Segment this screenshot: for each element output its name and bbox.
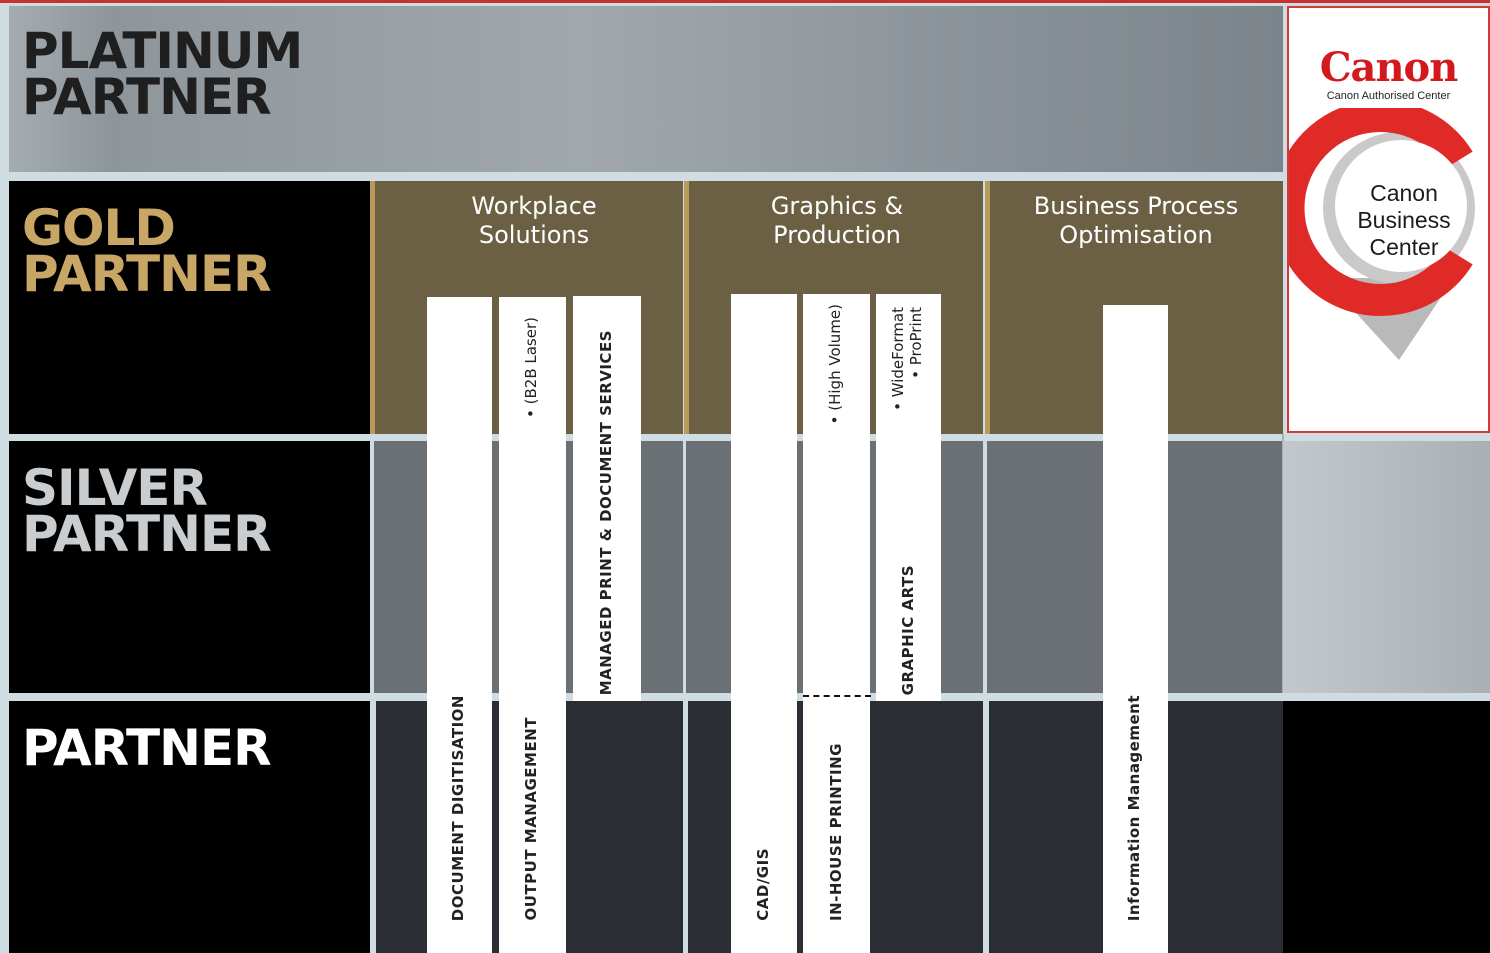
platinum-partner-title: PLATINUM PARTNER xyxy=(22,22,303,126)
gold-tier-label: GOLD PARTNER xyxy=(9,181,370,434)
graphics-production-heading: Graphics & Production xyxy=(770,192,904,249)
silver-title-line1: SILVER xyxy=(22,459,208,517)
top-accent-line xyxy=(0,0,1490,3)
silver-tier-label: SILVER PARTNER xyxy=(9,441,370,693)
business-process-heading: Business Process Optimisation xyxy=(1033,192,1239,249)
graphic-arts-note-proprint: • ProPrint xyxy=(907,307,925,379)
partner-title-line1: PARTNER xyxy=(22,719,272,777)
canon-authorised-center-text: Canon Authorised Center xyxy=(1326,90,1451,102)
bpo-gold-accent xyxy=(985,181,990,434)
output-management-note: • (B2B Laser) xyxy=(522,317,540,418)
graphic-arts-label: GRAPHIC ARTS xyxy=(899,564,917,695)
partner-tier-label: PARTNER xyxy=(9,701,370,953)
badge-label: Canon Business Center xyxy=(1329,180,1479,261)
cad-gis-label: CAD/GIS xyxy=(754,848,772,921)
managed-print-label: MANAGED PRINT & DOCUMENT SERVICES xyxy=(597,329,615,695)
platinum-title-line1: PLATINUM xyxy=(22,22,303,80)
information-management-bar: Information Management xyxy=(1103,305,1168,953)
graphic-arts-note-wideformat: • WideFormat xyxy=(889,307,907,411)
inhouse-printing-label: IN-HOUSE PRINTING xyxy=(827,743,845,921)
inhouse-divider-dashed-line xyxy=(803,695,871,697)
managed-print-bar: MANAGED PRINT & DOCUMENT SERVICES xyxy=(573,296,641,701)
gold-partner-title: GOLD PARTNER xyxy=(22,199,272,303)
silver-title-line2: PARTNER xyxy=(22,505,272,563)
graphic-arts-bar: • WideFormat • ProPrint GRAPHIC ARTS xyxy=(876,294,941,701)
right-partner-cell xyxy=(1283,701,1490,953)
inhouse-printing-note: • (High Volume) xyxy=(826,304,844,425)
output-management-bar: • (B2B Laser) OUTPUT MANAGEMENT xyxy=(499,297,566,953)
canon-logo: Canon xyxy=(1319,44,1459,91)
silver-partner-title: SILVER PARTNER xyxy=(22,459,272,563)
badge-line-1: Canon xyxy=(1370,180,1438,206)
right-silver-cell xyxy=(1283,441,1490,693)
inhouse-printing-bar: • (High Volume) IN-HOUSE PRINTING xyxy=(803,294,870,953)
information-management-label: Information Management xyxy=(1125,694,1143,921)
cad-gis-bar: CAD/GIS xyxy=(731,294,797,953)
gold-title-line2: PARTNER xyxy=(22,245,272,303)
platinum-title-line2: PARTNER xyxy=(22,68,272,126)
workplace-gold-accent xyxy=(370,181,375,434)
platinum-tier-band: PLATINUM PARTNER xyxy=(9,6,1283,172)
document-digitisation-label: DOCUMENT DIGITISATION xyxy=(449,694,467,921)
document-digitisation-bar: DOCUMENT DIGITISATION xyxy=(427,297,492,953)
graphics-gold-accent xyxy=(684,181,689,434)
badge-line-3: Center xyxy=(1369,234,1439,260)
workplace-solutions-heading: Workplace Solutions xyxy=(471,192,597,249)
business-center-badge-icon xyxy=(1289,108,1475,360)
output-management-label: OUTPUT MANAGEMENT xyxy=(522,717,540,921)
gold-title-line1: GOLD xyxy=(22,199,176,257)
badge-line-2: Business xyxy=(1357,207,1451,233)
partner-title: PARTNER xyxy=(22,719,272,777)
canon-business-center-card: Canon Canon Authorised Center Canon Busi… xyxy=(1287,6,1490,433)
